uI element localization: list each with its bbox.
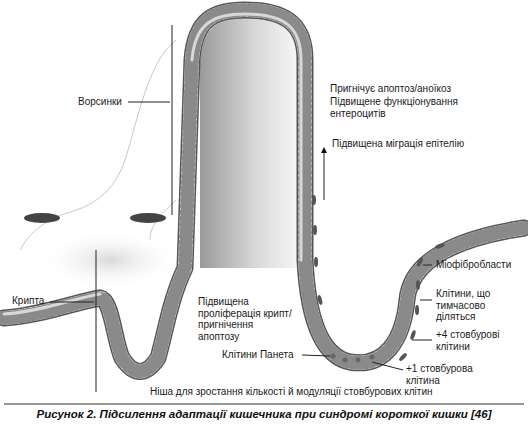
niche-label: Ніша для зростання кількості й модуляції… xyxy=(150,386,433,398)
effect-note: Підвищене функціонування ентероцитів xyxy=(330,96,480,119)
cell-label: Клітини, що тимчасово діляться xyxy=(436,288,520,323)
part-label: Крипта xyxy=(12,295,44,307)
effect-note: Підвищена міграція епітелію xyxy=(332,138,482,150)
cell-label: Міофібробласти xyxy=(436,259,524,271)
effect-note: Підвищена проліферація крипт/пригнічення… xyxy=(198,296,294,342)
effect-note: Пригнічує апоптоз/аноїкоз xyxy=(330,83,451,95)
part-label: Ворсинки xyxy=(78,96,122,108)
figure-caption: Рисунок 2. Підсилення адаптації кишечник… xyxy=(20,408,508,422)
cell-label: Клітини Панета xyxy=(222,349,293,361)
cell-label: +1 стовбурова клітина xyxy=(406,363,506,386)
cell-label: +4 стовбурові клітини xyxy=(436,329,520,352)
